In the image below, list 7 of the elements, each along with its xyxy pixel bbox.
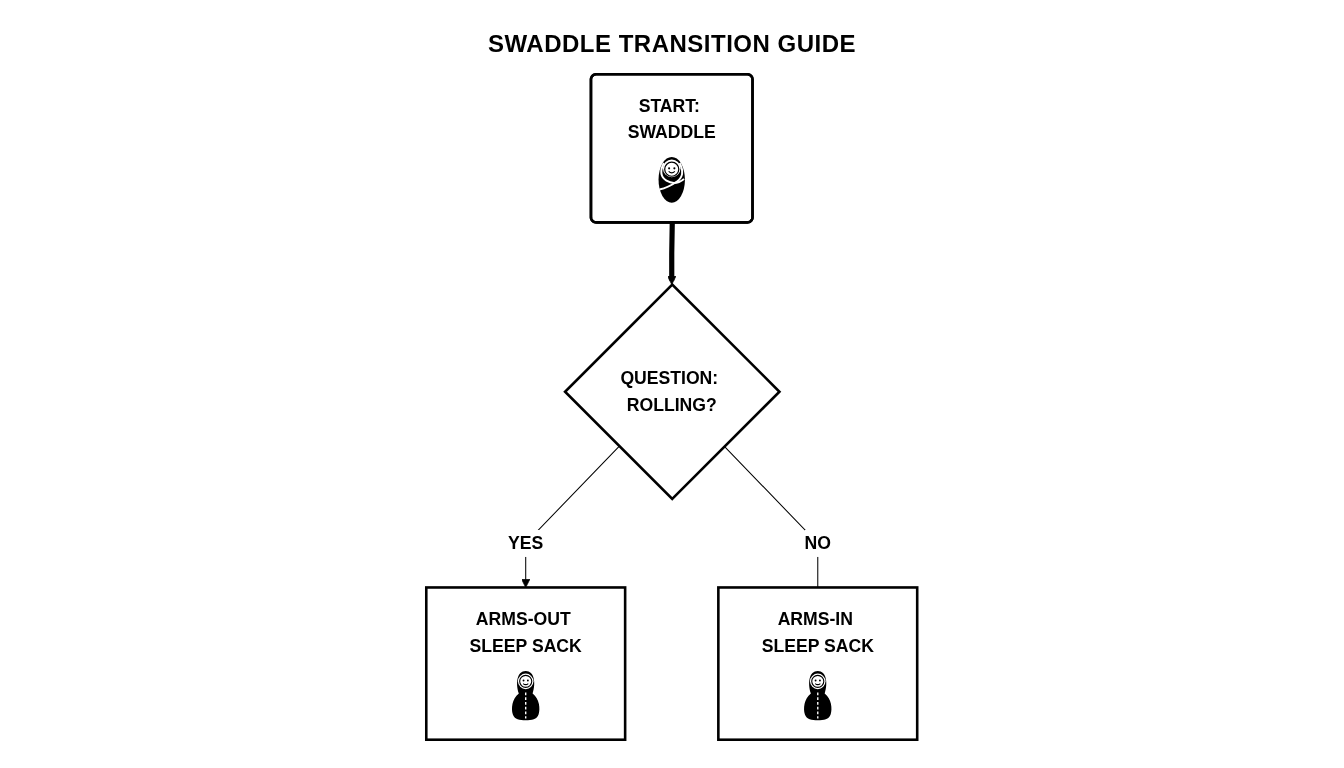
edge-label: YES: [508, 533, 544, 553]
arrow: [667, 222, 677, 285]
diagram-title: SWADDLE TRANSITION GUIDE: [488, 30, 856, 58]
edge-label: NO: [804, 533, 832, 553]
node-diamond: QUESTION: ROLLING?: [563, 282, 782, 501]
node-box: ARMS-IN SLEEP SACK: [717, 586, 919, 741]
node-box: ARMS-OUT SLEEP SACK: [425, 586, 627, 741]
